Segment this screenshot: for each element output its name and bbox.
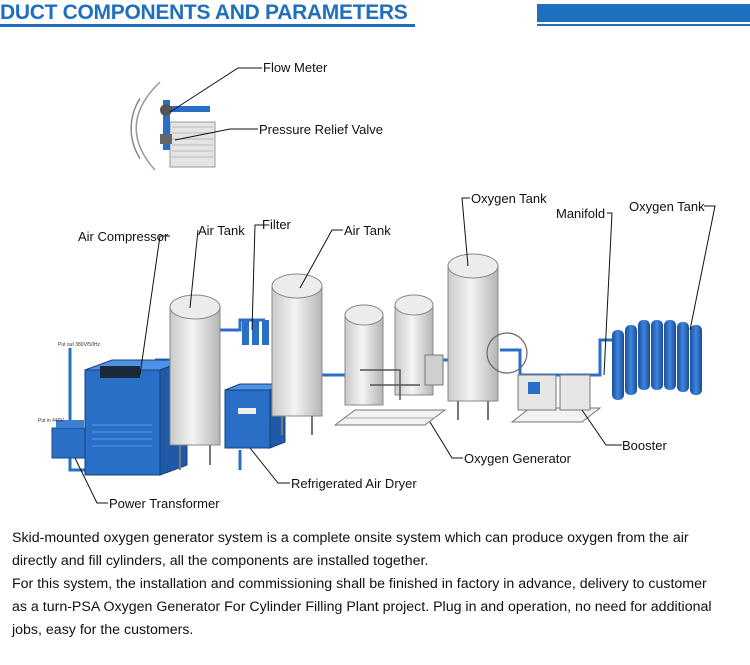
detail-circle xyxy=(486,332,528,374)
valve-detail-view xyxy=(130,81,216,171)
header-accent-bar xyxy=(537,4,750,22)
label-manifold: Manifold xyxy=(556,206,606,221)
oxygen-tank-1-unit xyxy=(447,253,499,420)
description-line-1: Skid-mounted oxygen generator system is … xyxy=(12,530,689,546)
label-air-tank-1: Air Tank xyxy=(198,223,245,238)
description-line-4: as a turn-PSA Oxygen Generator For Cylin… xyxy=(12,599,712,615)
leader-lines xyxy=(74,67,716,504)
booster-unit xyxy=(510,374,602,423)
power-transformer-unit: Put in 440V xyxy=(38,418,89,459)
air-tank-2-unit xyxy=(271,273,323,435)
label-power-transformer: Power Transformer xyxy=(109,496,220,511)
label-air-compressor: Air Compressor xyxy=(78,229,169,244)
description-line-3: For this system, the installation and co… xyxy=(12,576,707,592)
label-oxygen-tank-2: Oxygen Tank xyxy=(629,199,705,214)
label-filter: Filter xyxy=(262,217,291,232)
label-pressure-relief-valve: Pressure Relief Valve xyxy=(259,122,384,137)
label-refrigerated-air-dryer: Refrigerated Air Dryer xyxy=(291,476,417,491)
system-diagram: Put in 440V Put out 380V/50Hz xyxy=(0,30,750,520)
label-air-tank-2: Air Tank xyxy=(344,223,391,238)
diagram-illustration: Put in 440V Put out 380V/50Hz xyxy=(38,67,716,504)
description-line-2: directly and fill cylinders, all the com… xyxy=(12,553,429,569)
label-oxygen-generator: Oxygen Generator xyxy=(464,451,571,466)
label-flow-meter: Flow Meter xyxy=(263,60,328,75)
filter-unit xyxy=(242,320,269,345)
description-line-5: jobs, easy for the customers. xyxy=(12,622,194,638)
oxygen-generator-unit xyxy=(333,294,447,426)
section-title: DUCT COMPONENTS AND PARAMETERS xyxy=(0,1,408,24)
label-booster: Booster xyxy=(622,438,667,453)
svg-text:Put out 380V/50Hz: Put out 380V/50Hz xyxy=(58,342,100,348)
label-oxygen-tank-1: Oxygen Tank xyxy=(471,191,547,206)
section-header: DUCT COMPONENTS AND PARAMETERS xyxy=(0,0,750,30)
air-tank-1-unit xyxy=(169,294,221,470)
header-accent-line xyxy=(537,24,750,26)
svg-text:Put in 440V: Put in 440V xyxy=(38,418,65,424)
title-underline xyxy=(0,24,415,27)
oxygen-cylinders-unit xyxy=(612,320,702,400)
